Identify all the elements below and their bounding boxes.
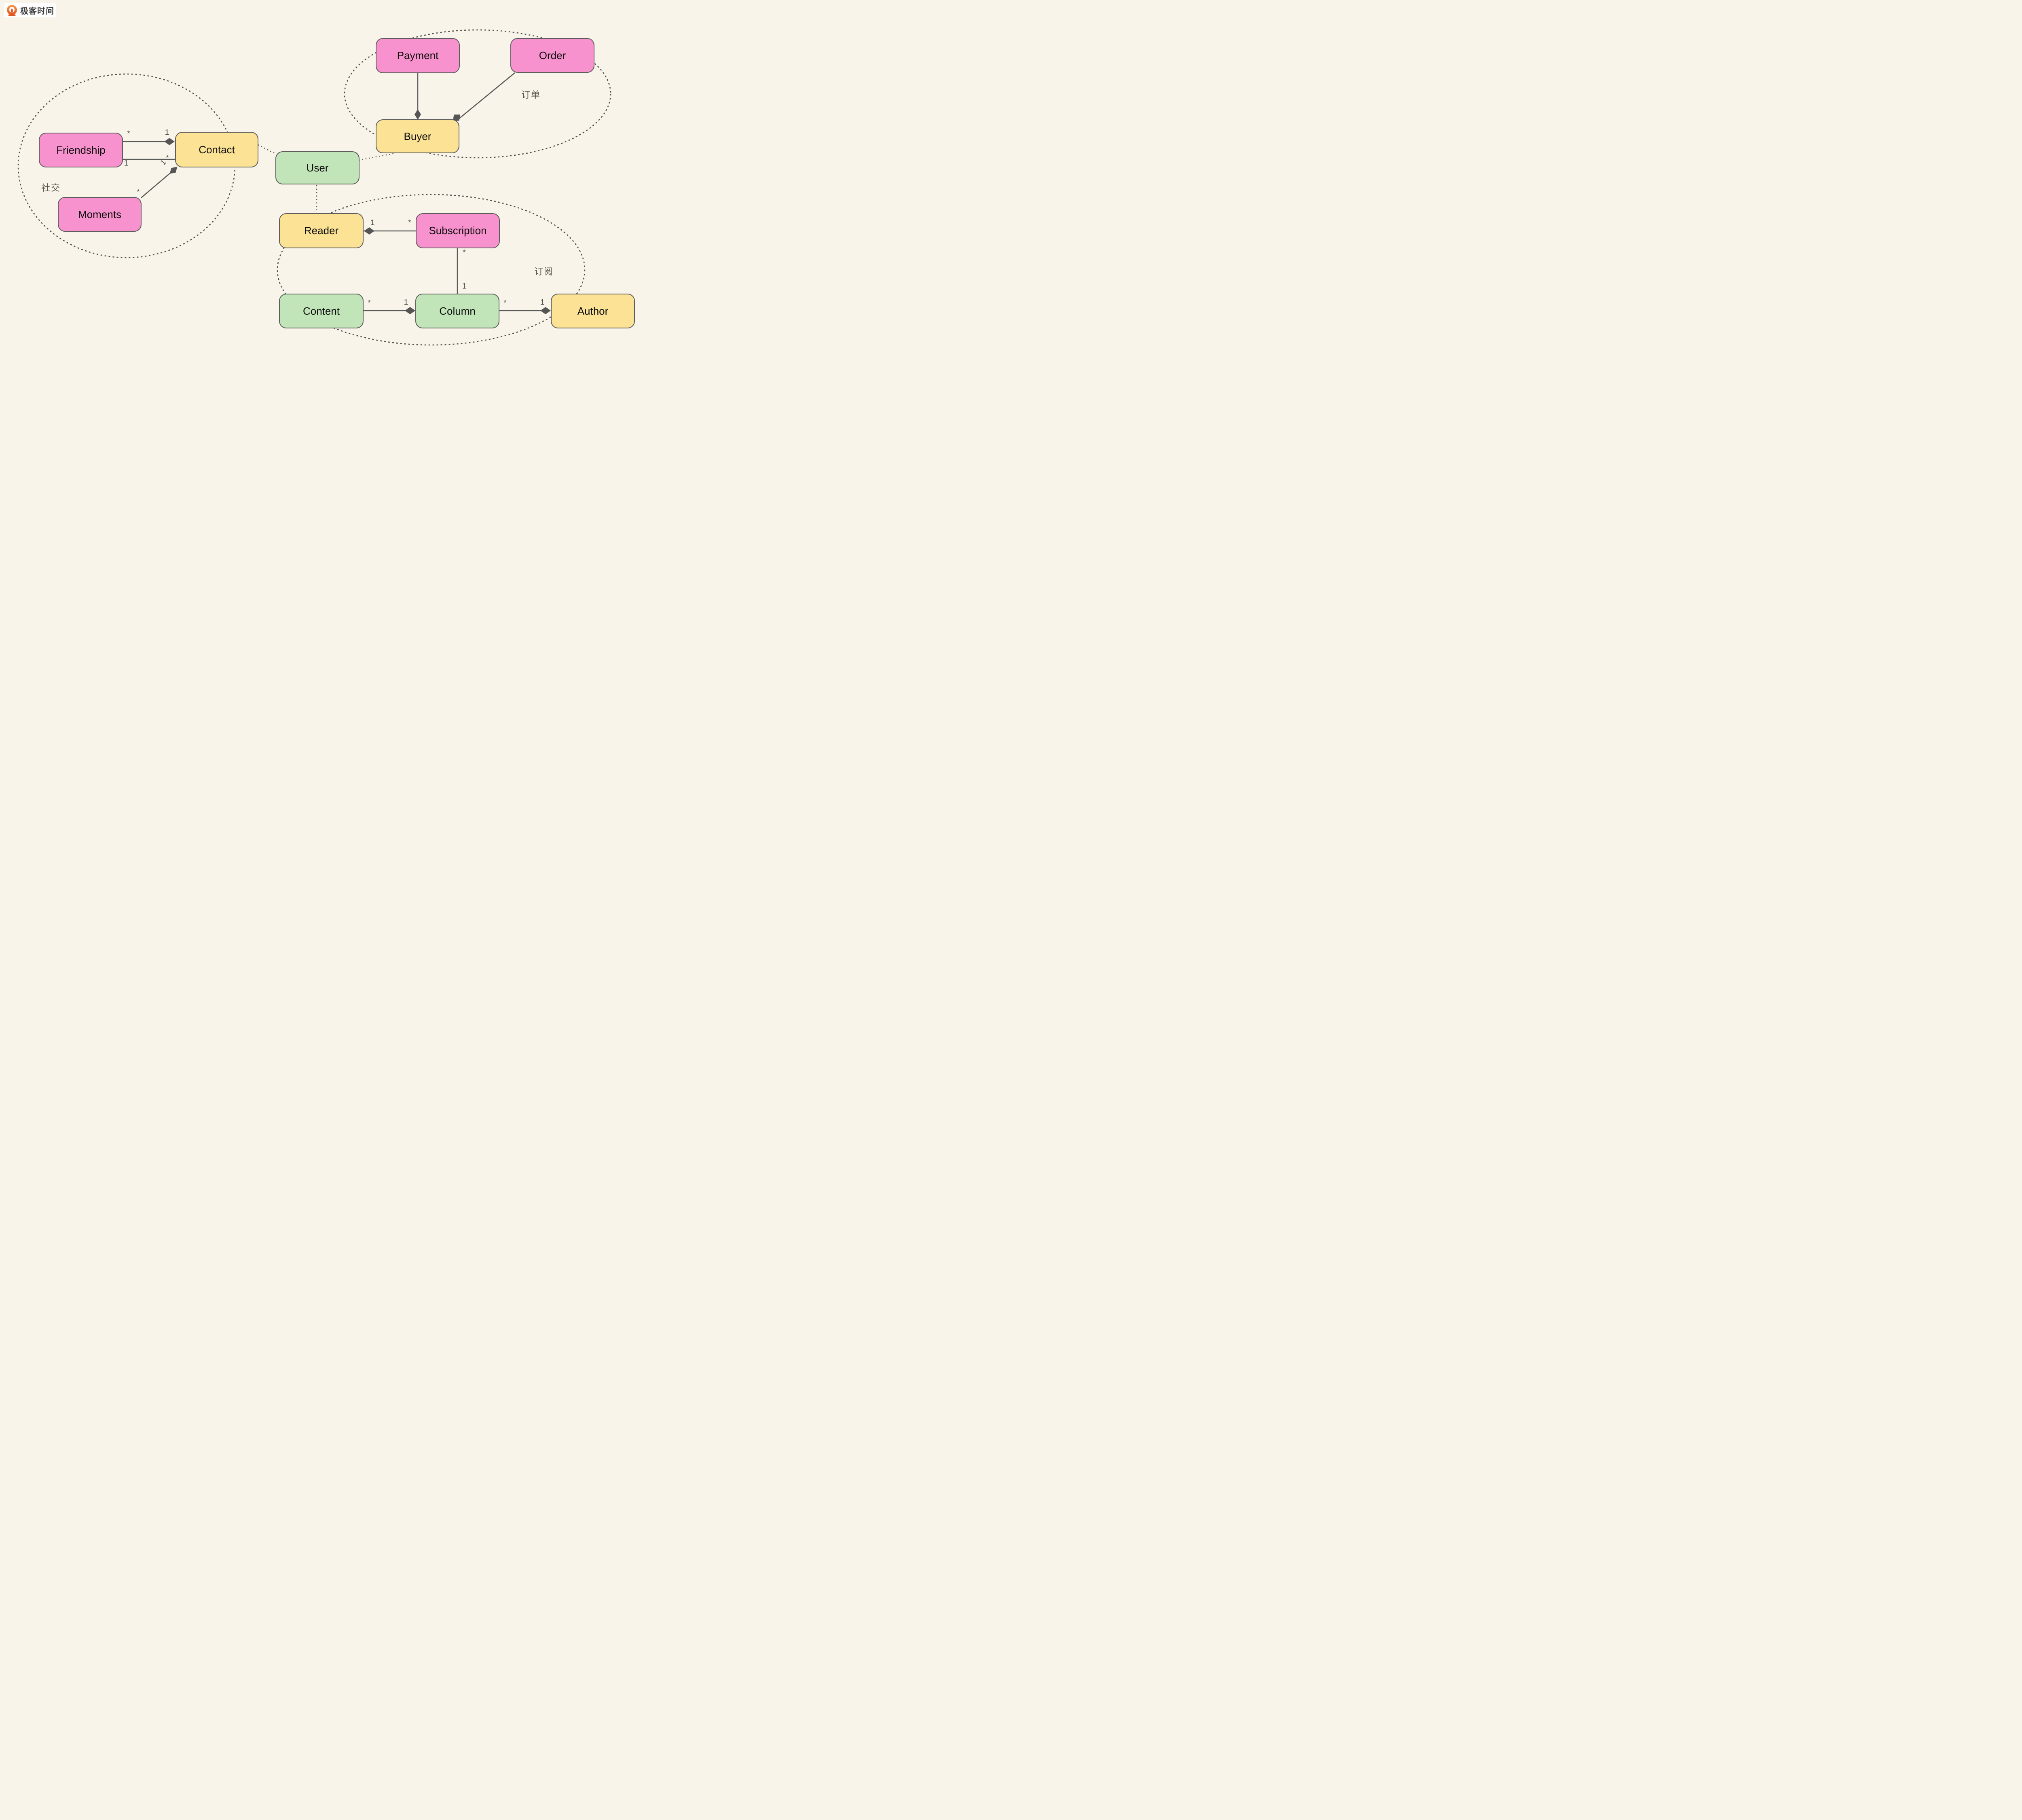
mult-subscription-star: * xyxy=(408,218,411,227)
entity-buyer[interactable]: Buyer xyxy=(376,119,459,153)
mult-moments-star: * xyxy=(137,188,140,197)
entity-subscription[interactable]: Subscription xyxy=(416,213,500,248)
zone-label-order: 订单 xyxy=(521,90,541,100)
entity-friendship[interactable]: Friendship xyxy=(39,133,123,167)
diamond-contact-top xyxy=(164,138,175,145)
entity-payment[interactable]: Payment xyxy=(376,38,460,73)
entity-user-label: User xyxy=(306,161,329,174)
subscribe-group-ellipse xyxy=(277,194,586,346)
entity-order-label: Order xyxy=(539,49,566,61)
geektime-logo-icon xyxy=(7,5,18,16)
mult-content-star: * xyxy=(368,298,371,307)
edge-user-buyer-dotted xyxy=(358,152,396,161)
geektime-logo-text: 极客时间 xyxy=(20,7,54,16)
mult-author-one: 1 xyxy=(540,298,545,307)
entity-column[interactable]: Column xyxy=(415,294,499,328)
entity-contact-label: Contact xyxy=(199,143,235,156)
mult-reader-one: 1 xyxy=(370,218,375,227)
entity-author-label: Author xyxy=(577,305,609,317)
entity-payment-label: Payment xyxy=(397,49,439,61)
entity-author[interactable]: Author xyxy=(551,294,635,328)
edge-user-contact-dotted xyxy=(258,144,277,155)
entity-buyer-label: Buyer xyxy=(404,130,431,142)
mult-subscription-bottom-star: * xyxy=(463,248,466,257)
entity-moments[interactable]: Moments xyxy=(58,197,142,232)
entity-column-label: Column xyxy=(439,305,476,317)
mult-contact-bottom-star: * xyxy=(166,154,169,163)
edge-order-buyer xyxy=(458,72,515,120)
entity-subscription-label: Subscription xyxy=(429,224,487,237)
diamond-reader-subscription xyxy=(364,227,374,235)
entity-contact[interactable]: Contact xyxy=(175,132,258,167)
mult-friendship-bottom-one: 1 xyxy=(124,159,129,168)
entity-content-label: Content xyxy=(302,305,340,317)
mult-column-top-one: 1 xyxy=(462,282,467,291)
mult-column-right-star: * xyxy=(503,298,507,307)
order-group-ellipse xyxy=(344,29,611,159)
entity-friendship-label: Friendship xyxy=(56,144,106,156)
geektime-logo: 极客时间 xyxy=(4,3,56,17)
diamond-buyer-order xyxy=(453,114,461,121)
er-diagram-canvas: Friendship Contact Moments User Payment … xyxy=(0,0,647,364)
mult-friendship-top-star: * xyxy=(127,129,130,138)
entity-moments-label: Moments xyxy=(78,208,121,220)
entity-content[interactable]: Content xyxy=(279,294,364,328)
entity-reader-label: Reader xyxy=(304,224,339,237)
entity-reader[interactable]: Reader xyxy=(279,213,364,248)
zone-label-subscribe: 订阅 xyxy=(534,267,554,277)
entity-user[interactable]: User xyxy=(275,151,360,184)
diamond-column-content xyxy=(405,307,415,314)
mult-column-left-one: 1 xyxy=(404,298,408,307)
diamond-contact-moments xyxy=(169,167,178,174)
diamond-author-column xyxy=(540,307,551,314)
zone-label-social: 社交 xyxy=(41,183,61,193)
edge-moments-contact xyxy=(141,170,174,198)
entity-order[interactable]: Order xyxy=(510,38,594,73)
mult-contact-top-one: 1 xyxy=(165,128,169,137)
diamond-buyer-payment xyxy=(415,109,421,120)
